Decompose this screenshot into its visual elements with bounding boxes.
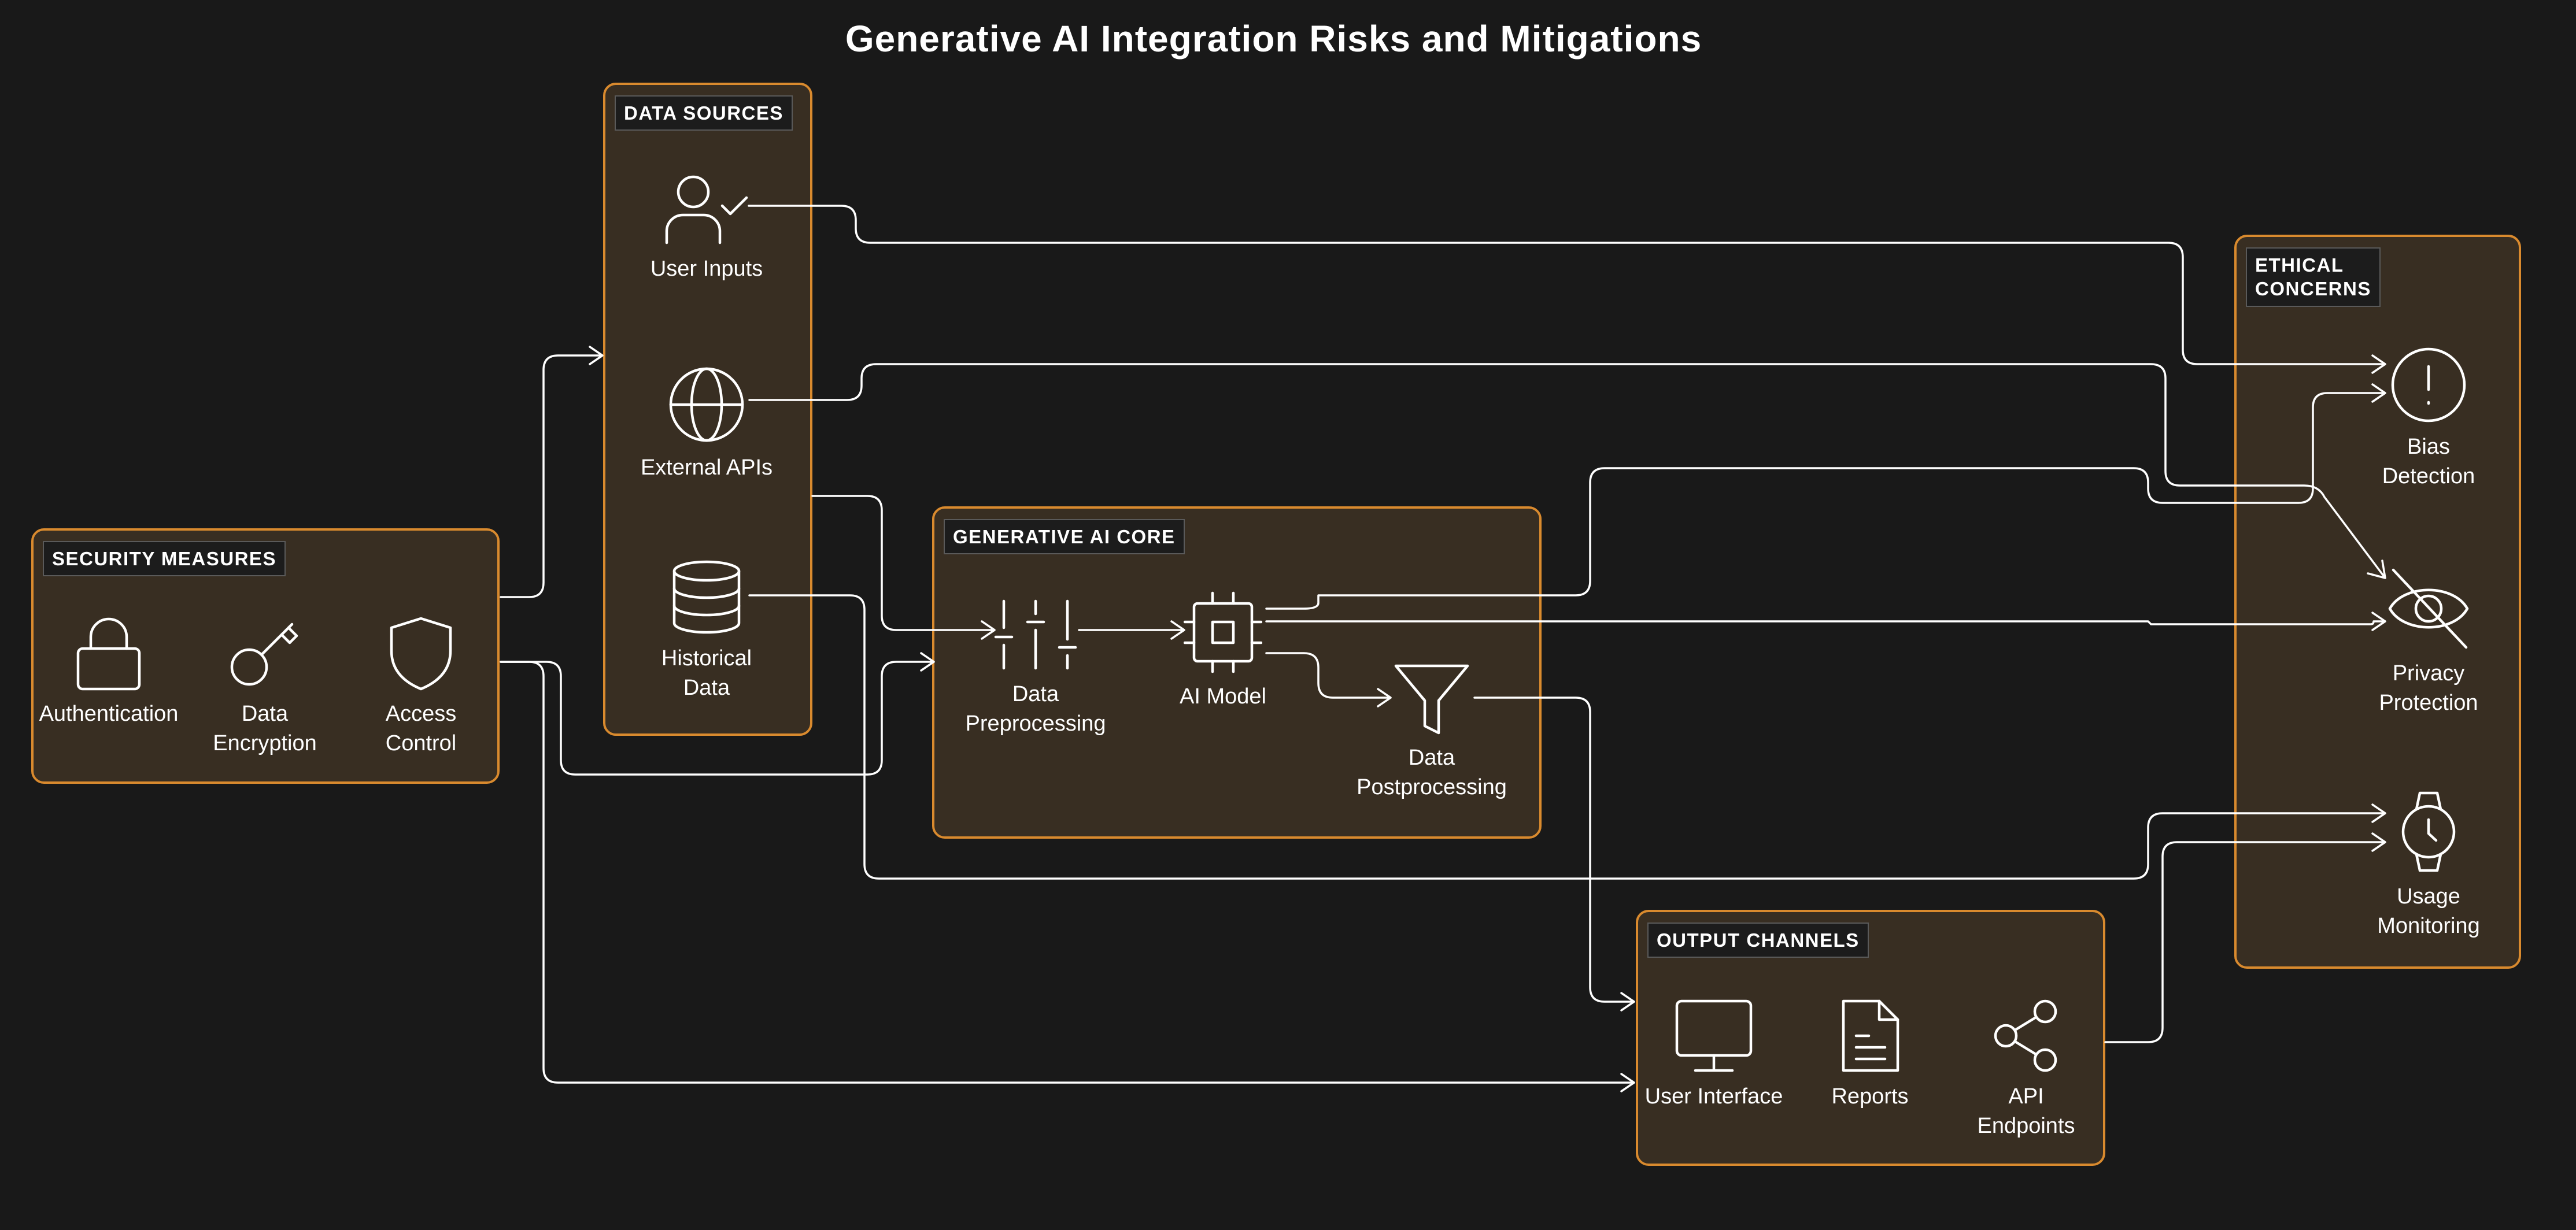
group-label-security: SECURITY MEASURES	[43, 541, 286, 577]
node-label: Historical Data	[661, 646, 752, 700]
connector-user-inputs-to-bias	[748, 205, 2386, 374]
node-label: Data Preprocessing	[965, 682, 1106, 736]
node-ai-model: AI Model	[1136, 591, 1310, 712]
node-privacy-protection: Privacy Protection	[2342, 566, 2515, 718]
node-data-preprocessing: Data Preprocessing	[949, 597, 1122, 739]
funnel-icon	[1394, 664, 1469, 735]
node-usage-monitoring: Usage Monitoring	[2342, 790, 2515, 941]
group-security-measures: SECURITY MEASURES	[31, 528, 500, 784]
node-label: Authentication	[39, 702, 179, 726]
node-label: User Inputs	[650, 257, 763, 281]
cpu-icon	[1184, 591, 1262, 673]
alert-circle-icon	[2391, 347, 2466, 423]
node-api-endpoints: API Endpoints	[1939, 998, 2113, 1141]
group-label-outputs: OUTPUT CHANNELS	[1647, 923, 1869, 958]
node-user-interface: User Interface	[1627, 998, 1801, 1112]
shield-icon	[390, 617, 452, 691]
node-label: Access Control	[385, 702, 457, 755]
group-label-core: GENERATIVE AI CORE	[944, 519, 1185, 555]
node-external-apis: External APIs	[620, 364, 793, 483]
watch-icon	[2401, 791, 2456, 872]
node-label: Data Encryption	[213, 702, 317, 755]
node-bias-detection: Bias Detection	[2342, 346, 2515, 491]
group-label-data-sources: DATA SOURCES	[615, 95, 793, 131]
node-label: Reports	[1831, 1084, 1909, 1109]
node-historical-data: Historical Data	[620, 558, 793, 703]
node-user-inputs: User Inputs	[620, 171, 793, 284]
node-label: Bias Detection	[2382, 435, 2475, 488]
node-label: Usage Monitoring	[2377, 884, 2480, 938]
eye-off-icon	[2388, 568, 2469, 649]
node-data-postprocessing: Data Postprocessing	[1345, 660, 1518, 802]
share-icon	[1994, 999, 2057, 1072]
user-check-icon	[665, 175, 748, 244]
database-icon	[672, 560, 741, 634]
monitor-icon	[1675, 999, 1753, 1072]
sliders-icon	[994, 599, 1077, 670]
node-access-control: Access Control	[334, 615, 508, 758]
document-icon	[1842, 999, 1899, 1072]
node-label: AI Model	[1180, 684, 1266, 709]
globe-icon	[669, 367, 744, 442]
diagram-title: Generative AI Integration Risks and Miti…	[845, 18, 1702, 60]
node-label: External APIs	[640, 455, 773, 480]
node-data-encryption: Data Encryption	[178, 615, 352, 758]
node-reports: Reports	[1783, 998, 1957, 1112]
node-label: API Endpoints	[1977, 1084, 2075, 1138]
key-icon	[230, 623, 298, 686]
node-label: Data Postprocessing	[1357, 746, 1507, 799]
lock-icon	[76, 617, 141, 691]
group-label-ethics: ETHICAL CONCERNS	[2246, 247, 2381, 307]
node-label: Privacy Protection	[2379, 661, 2478, 715]
group-output-channels: OUTPUT CHANNELS	[1636, 910, 2105, 1166]
node-label: User Interface	[1644, 1084, 1783, 1109]
node-authentication: Authentication	[22, 615, 195, 729]
connector-access-to-sources	[500, 346, 604, 598]
